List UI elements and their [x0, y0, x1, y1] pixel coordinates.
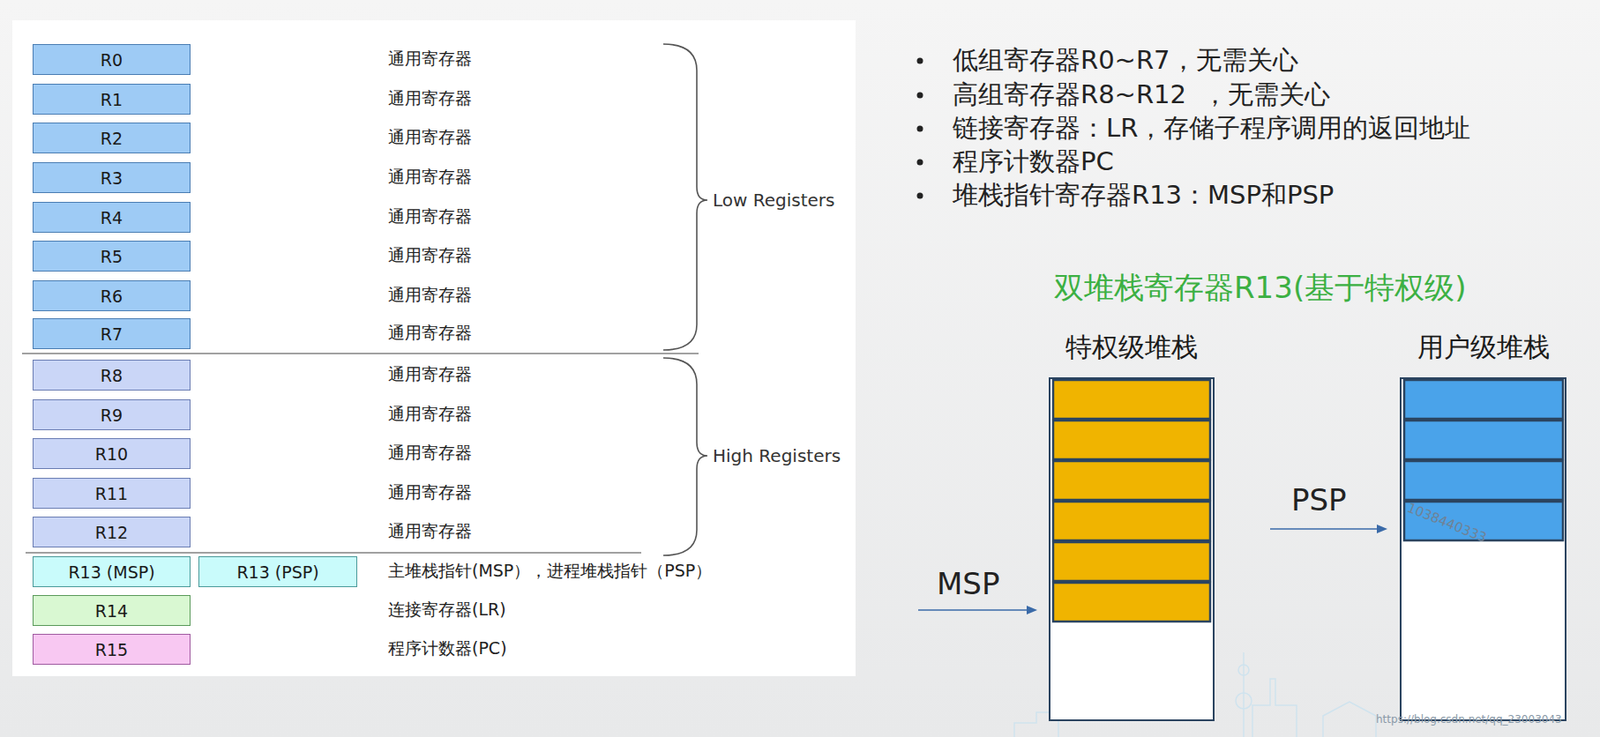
pointer-arrow — [918, 524, 1388, 615]
register-description: 通用寄存器 — [388, 47, 472, 71]
register-name: R10 — [95, 444, 128, 464]
register-name: R0 — [100, 50, 123, 70]
register-name: R11 — [95, 484, 128, 504]
bullet-dots — [917, 58, 924, 200]
pointer-label: PSP — [1291, 482, 1347, 518]
stack-outline: 用户级堆栈 — [1399, 377, 1567, 722]
register-box: R13 (MSP) — [32, 556, 191, 588]
register-name: R2 — [100, 128, 123, 149]
register-box: R14 — [32, 595, 191, 627]
register-box: R4 — [32, 201, 191, 233]
register-description: 连接寄存器(LR) — [388, 598, 507, 622]
register-name: R1 — [100, 89, 123, 110]
register-description: 通用寄存器 — [388, 165, 472, 189]
register-description: 通用寄存器 — [388, 284, 472, 307]
register-name: R13 (MSP) — [67, 562, 155, 583]
bullet-text: 堆栈指针寄存器R13：MSP和PSP — [952, 178, 1334, 214]
register-box: R13 (PSP) — [198, 556, 358, 588]
register-name: R8 — [100, 366, 123, 386]
register-description: 通用寄存器 — [388, 481, 472, 505]
register-name: R6 — [100, 286, 123, 307]
stack-heading: 用户级堆栈 — [1417, 329, 1550, 367]
register-name: R5 — [100, 246, 123, 267]
register-box: R7 — [32, 318, 191, 350]
stack-ground — [1048, 377, 1215, 722]
register-description: 通用寄存器 — [388, 441, 472, 465]
register-description: 主堆栈指针(MSP），进程堆栈指针（PSP） — [388, 560, 712, 584]
register-box: R11 — [32, 478, 191, 509]
register-box: R15 — [32, 634, 191, 666]
diagram-title: 双堆栈寄存器R13(基于特权级) — [1054, 268, 1466, 309]
stack-outline: 特权级堆栈 — [1048, 377, 1215, 722]
register-description: 通用寄存器 — [388, 205, 472, 229]
register-description: 通用寄存器 — [388, 244, 472, 268]
register-box: R2 — [32, 122, 191, 154]
bullet-text: 链接寄存器：LR，存储子程序调用的返回地址 — [952, 111, 1471, 147]
register-name: R15 — [95, 640, 128, 660]
stack-heading: 特权级堆栈 — [1065, 329, 1198, 367]
register-name: R4 — [100, 208, 123, 228]
register-description: 通用寄存器 — [388, 403, 472, 427]
register-name: R3 — [100, 168, 123, 188]
watermark: https://blog.csdn.net/qq_23003043 — [1375, 713, 1563, 726]
register-box: R8 — [32, 359, 191, 391]
register-name: R7 — [100, 324, 123, 344]
register-name: R13 (PSP) — [236, 562, 319, 583]
register-box: R6 — [32, 280, 191, 312]
register-description: 通用寄存器 — [388, 321, 472, 345]
register-name: R14 — [95, 601, 128, 621]
register-description: 通用寄存器 — [388, 520, 472, 544]
register-box: R5 — [32, 240, 191, 272]
group-label: Low Registers — [712, 189, 836, 211]
brace — [663, 358, 708, 556]
register-description: 程序计数器(PC) — [388, 637, 508, 661]
register-box: R3 — [32, 162, 191, 194]
register-box: R10 — [32, 438, 191, 470]
pointer-label: MSP — [936, 566, 1000, 602]
group-label: High Registers — [712, 445, 841, 467]
register-box: R12 — [32, 516, 191, 548]
bullet-text: 低组寄存器R0~R7，无需关心 — [952, 43, 1299, 79]
bullet-text: 程序计数器PC — [952, 144, 1115, 180]
register-box: R1 — [32, 83, 191, 115]
brace — [663, 44, 708, 351]
register-name: R9 — [100, 405, 123, 426]
register-description: 通用寄存器 — [388, 87, 472, 111]
stack-cells — [1053, 380, 1211, 622]
separator-line — [22, 352, 699, 354]
bullet-text: 高组寄存器R8~R12 ，无需关心 — [952, 77, 1331, 113]
register-box: R0 — [32, 44, 191, 75]
register-description: 通用寄存器 — [388, 126, 472, 150]
separator-line — [25, 552, 642, 554]
register-box: R9 — [32, 399, 191, 431]
stack-ground — [1399, 377, 1567, 722]
register-description: 通用寄存器 — [388, 363, 472, 387]
register-name: R12 — [95, 523, 128, 543]
